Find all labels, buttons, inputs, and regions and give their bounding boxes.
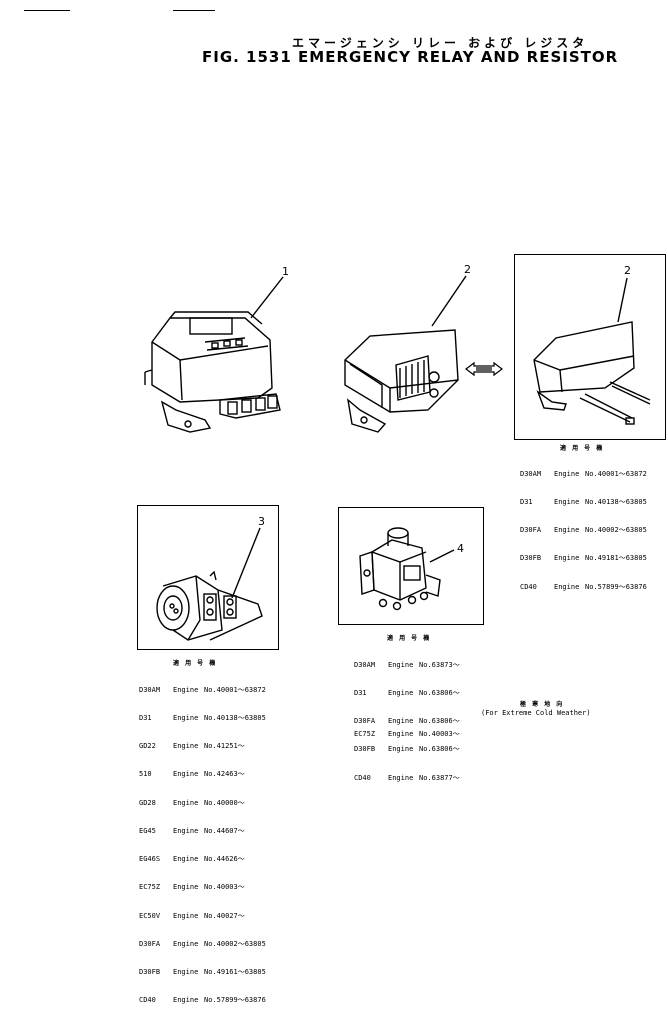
header-rule-left [24,10,70,11]
table-part3-heading: 適 用 号 機 [173,660,218,667]
callout-2-right: 2 [624,264,631,277]
header-rule-right [173,10,215,11]
callout-1: 1 [282,265,289,278]
callout-2-left: 2 [464,263,471,276]
cold-note-jp: 極 寒 地 向 [520,701,565,708]
table-resistor-heading: 適 用 号 機 [560,445,605,452]
cold-note-en: (For Extreme Cold Weather) [481,709,591,717]
part-3-frame [137,505,279,650]
resistor-closed-frame [514,254,666,440]
part-4-frame [338,507,484,625]
callout-3: 3 [258,515,265,528]
title-english: FIG. 1531 EMERGENCY RELAY AND RESISTOR [202,48,619,66]
title-japanese: エマージェンシ リレー および レジスタ [292,36,589,50]
table-part4-heading: 適 用 号 機 [387,635,432,642]
callout-4: 4 [457,542,464,555]
